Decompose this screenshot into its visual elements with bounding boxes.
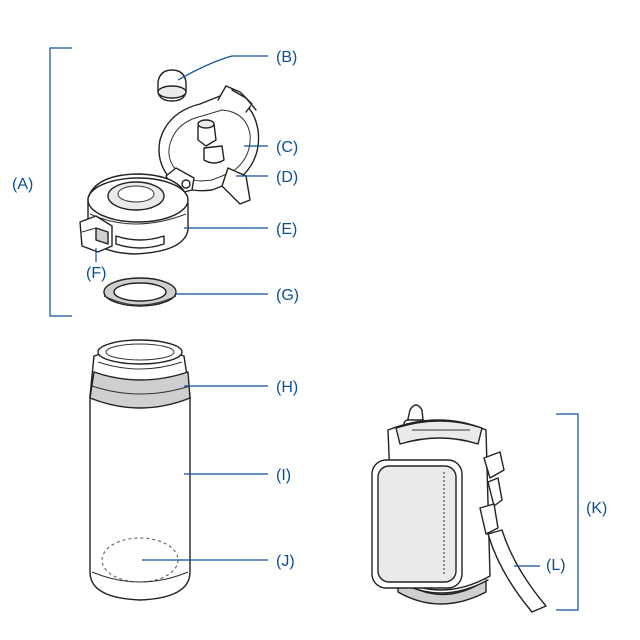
bracket-k: [556, 413, 579, 611]
label-l: (L): [546, 557, 566, 574]
label-f: (F): [86, 265, 106, 282]
label-b: (B): [276, 49, 297, 66]
label-c: (C): [276, 139, 298, 156]
label-d: (D): [276, 169, 298, 186]
label-e: (E): [276, 221, 297, 238]
label-g: (G): [276, 287, 299, 304]
part-k-pouch: [371, 404, 547, 613]
part-i-bottle: [89, 339, 191, 601]
part-f-lock-button: [79, 215, 113, 253]
part-b-cap: [157, 69, 187, 102]
leader-b: [177, 55, 268, 81]
label-j: (J): [276, 553, 295, 570]
label-k: (K): [586, 500, 607, 517]
bracket-a: [49, 47, 72, 317]
label-a: (A): [12, 176, 33, 193]
part-c-flip-lid: [158, 85, 260, 205]
label-h: (H): [276, 379, 298, 396]
part-g-gasket: [103, 277, 177, 307]
label-i: (I): [276, 467, 291, 484]
part-e-lid-body: [87, 173, 189, 255]
